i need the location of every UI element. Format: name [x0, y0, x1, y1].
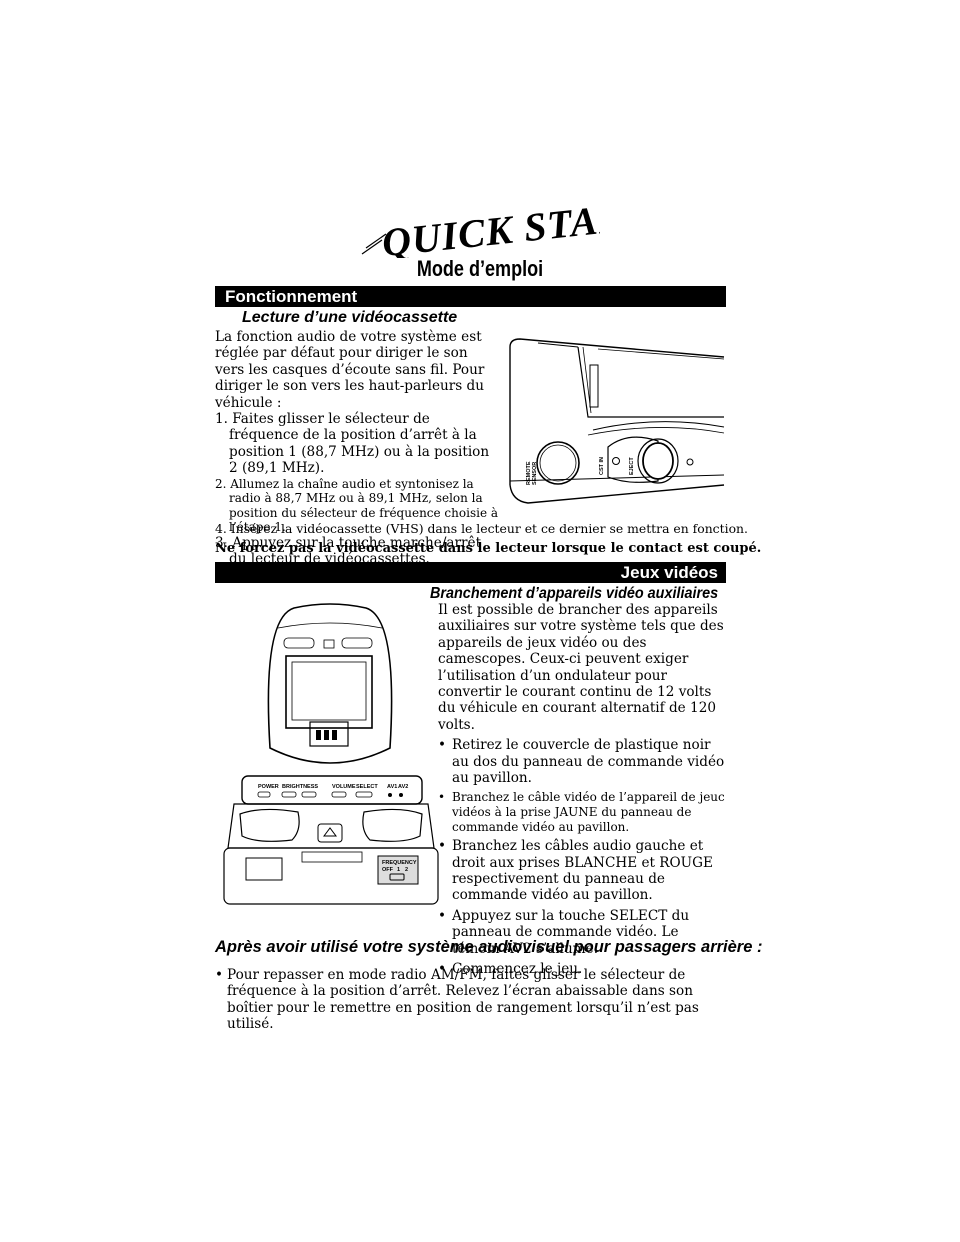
select-button[interactable]	[355, 791, 373, 798]
power-label: POWER	[258, 784, 279, 790]
remote-sensor-label-2: SENSOR	[532, 462, 538, 485]
after-use-heading: Après avoir utilisé votre système audiov…	[215, 938, 763, 956]
volume-button[interactable]	[331, 791, 347, 798]
games-bullet-4: Appuyez sur la touche SELECT du panneau …	[438, 908, 728, 957]
brightness-down-button[interactable]	[281, 791, 297, 798]
after-use-bullet-1: Pour repasser en mode radio AM/FM, faite…	[215, 967, 730, 1033]
games-text-block: Il est possible de brancher des appareil…	[438, 602, 728, 982]
games-bullet-2: Branchez le câble vidéo de l’appareil de…	[438, 790, 728, 834]
freq-2-label: 2	[405, 867, 408, 873]
frequency-switch[interactable]	[389, 873, 405, 881]
frequency-label: FREQUENCY	[382, 860, 417, 866]
brightness-label: BRIGHTNESS	[282, 784, 318, 790]
subheading-video-playback: Lecture d’une vidéocassette	[242, 309, 458, 326]
av1-label: AV1	[387, 784, 397, 790]
games-intro: Il est possible de brancher des appareil…	[438, 602, 724, 733]
eject-label: EJECT	[629, 457, 635, 475]
step-1: 1. Faites glisser le sélecteur de fréque…	[215, 411, 490, 477]
av2-label: AV2	[398, 784, 408, 790]
page-title: Mode d’emploi	[416, 256, 544, 281]
logo-slash-icon: QUICK START	[361, 192, 654, 265]
operation-text-block: La fonction audio de votre système est r…	[215, 329, 500, 568]
overhead-console-illustration: POWER BRIGHTNESS VOLUME SELECT AV1 AV2 F…	[223, 603, 439, 905]
section-bar-video-games: Jeux vidéos	[215, 562, 726, 583]
step-2: 2. Allumez la chaîne audio et syntonisez…	[215, 476, 499, 535]
select-label: SELECT	[356, 784, 378, 790]
freq-1-label: 1	[397, 867, 400, 873]
freq-off-label: OFF	[382, 867, 394, 873]
volume-label: VOLUME	[332, 784, 356, 790]
games-bullet-3: Branchez les câbles audio gauche et droi…	[438, 838, 728, 904]
section-bar-operation: Fonctionnement	[215, 286, 726, 307]
power-button[interactable]	[257, 791, 271, 798]
logo-text: QUICK START	[380, 196, 600, 258]
operation-intro: La fonction audio de votre système est r…	[215, 329, 485, 411]
after-use-text-block: Pour repasser en mode radio AM/FM, faite…	[215, 961, 730, 1033]
vcr-illustration: REMOTE SENSOR CST IN EJECT	[509, 338, 725, 504]
quick-start-logo: QUICK START	[360, 192, 654, 265]
warning-text: Ne forcez pas la vidéocassette dans le l…	[215, 541, 762, 556]
games-bullet-1: Retirez le couvercle de plastique noir a…	[438, 737, 728, 786]
cst-in-label: CST IN	[599, 457, 605, 475]
step-4: 4. Insérez la vidéocassette (VHS) dans l…	[215, 521, 748, 536]
subheading-aux-video: Branchement d’appareils vidéo auxiliaire…	[430, 585, 719, 602]
remote-sensor-label-1: REMOTE	[526, 461, 532, 485]
brightness-up-button[interactable]	[301, 791, 317, 798]
